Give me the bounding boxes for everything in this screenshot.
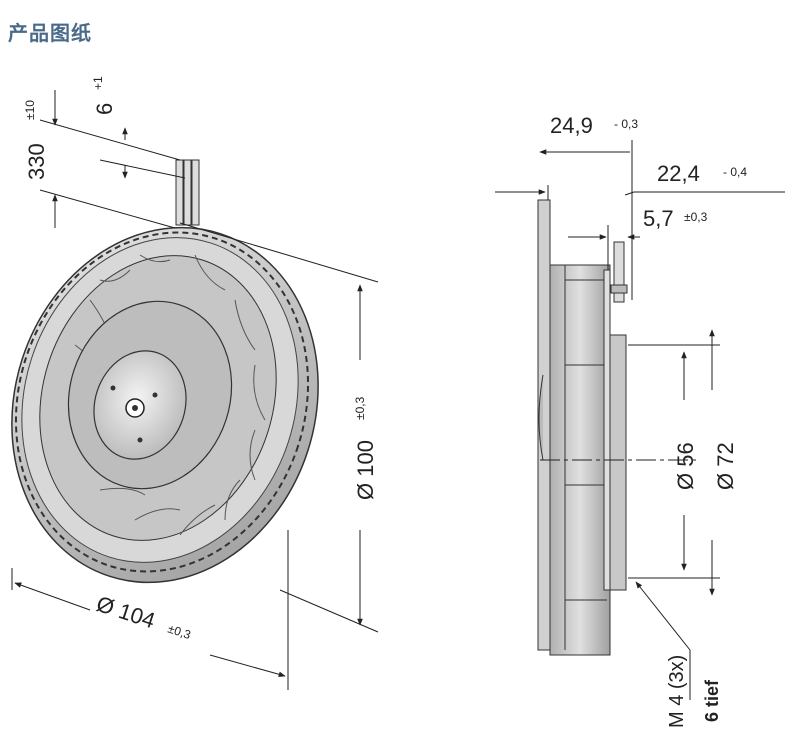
svg-text:- 0,4: - 0,4 [723,165,747,179]
dim-cable-length: 330 ±10 [23,100,49,180]
dim-depth-flange: 5,7 ±0,3 [643,206,708,231]
svg-text:Ø 100: Ø 100 [353,440,378,500]
fan-rim-dashes [14,231,310,573]
svg-text:- 0,3: - 0,3 [614,117,638,131]
fan-side-view: 24,9 - 0,3 22,4 - 0,4 5,7 ±0,3 Ø 56 Ø 72… [495,113,785,728]
side-cable-stub [613,241,625,303]
svg-text:5,7: 5,7 [643,206,674,231]
dim-width-diameter: Ø 104 ±0,3 [93,591,192,642]
dim-thread: M 4 (3x) [666,655,688,728]
svg-text:330: 330 [24,143,49,180]
svg-text:+1: +1 [91,76,105,90]
hub-hole-2 [152,392,158,398]
hub-hole-1 [110,385,116,391]
svg-text:±0,3: ±0,3 [684,210,708,224]
hub-hole-3 [137,437,143,443]
dim-thread-depth: 6 tief [702,679,722,722]
page-title: 产品图纸 [8,21,92,45]
svg-text:Ø 104: Ø 104 [93,591,158,633]
dim-depth-total: 24,9 - 0,3 [550,113,638,138]
svg-text:±0,3: ±0,3 [353,396,367,420]
svg-text:24,9: 24,9 [550,113,593,138]
side-motor-plate [609,334,627,591]
svg-text:22,4: 22,4 [657,161,700,186]
svg-text:±10: ±10 [23,100,37,120]
dim-outer-diameter: Ø 72 [713,442,738,490]
dim-height-diameter: Ø 100 ±0,3 [353,396,378,500]
fan-cable [175,159,200,226]
dim-depth-body: 22,4 - 0,4 [657,161,747,186]
svg-text:6: 6 [92,103,117,115]
side-mount-flange [603,269,611,591]
fan-isometric-view: 330 ±10 6 +1 Ø 100 ±0,3 Ø 104 ±0,3 [11,76,379,690]
dim-inner-diameter: Ø 56 [673,442,698,490]
fan-shaft-center [132,405,138,411]
svg-text:±0,3: ±0,3 [166,622,193,643]
dim-lead-strip: 6 +1 [91,76,117,115]
